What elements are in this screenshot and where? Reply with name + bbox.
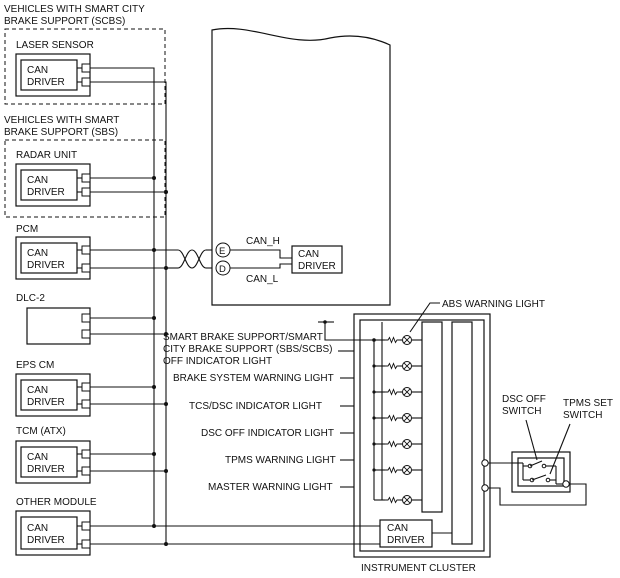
can-driver-text: DRIVER xyxy=(27,397,65,408)
sbs-scbs-off-label-line2: CITY BRAKE SUPPORT (SBS/SCBS) xyxy=(163,344,333,355)
scbs-group-frame xyxy=(4,28,166,105)
radar-unit-module: CAN DRIVER xyxy=(15,163,91,207)
can-l-label: CAN_L xyxy=(246,274,279,285)
tpms-warning-label: TPMS WARNING LIGHT xyxy=(225,455,336,466)
can-driver-text: CAN xyxy=(27,65,48,76)
other-module-label: OTHER MODULE xyxy=(16,497,97,508)
can-driver-text: DRIVER xyxy=(27,535,65,546)
can-driver-text: CAN xyxy=(27,523,48,534)
abs-warning-light-label: ABS WARNING LIGHT xyxy=(442,299,545,310)
sbs-group-frame xyxy=(4,139,166,218)
dsc-off-switch-label-line1: DSC OFF xyxy=(502,394,546,405)
master-warning-label: MASTER WARNING LIGHT xyxy=(208,482,333,493)
brake-system-warning-label: BRAKE SYSTEM WARNING LIGHT xyxy=(173,373,334,384)
laser-sensor-label: LASER SENSOR xyxy=(16,40,94,51)
pcm-label: PCM xyxy=(16,224,38,235)
tcm-module: CAN DRIVER xyxy=(15,440,91,484)
instrument-cluster-label: INSTRUMENT CLUSTER xyxy=(361,563,476,574)
central-control-unit: E D CAN_H CAN_L CAN DRIVER xyxy=(211,27,391,306)
can-driver-text: DRIVER xyxy=(27,187,65,198)
can-driver-text: DRIVER xyxy=(387,535,425,546)
can-driver-text: CAN xyxy=(27,385,48,396)
sbs-scbs-off-label-line3: OFF INDICATOR LIGHT xyxy=(163,356,272,367)
can-bus-wiring xyxy=(90,67,354,546)
dlc2-label: DLC-2 xyxy=(16,293,45,304)
laser-sensor-module: CAN DRIVER xyxy=(15,53,91,97)
dsc-off-indicator-label: DSC OFF INDICATOR LIGHT xyxy=(201,428,334,439)
pin-e-label: E xyxy=(219,246,225,257)
other-module: CAN DRIVER xyxy=(15,510,91,556)
radar-unit-label: RADAR UNIT xyxy=(16,150,77,161)
can-driver-text: CAN xyxy=(27,175,48,186)
instrument-cluster: CAN DRIVER xyxy=(318,313,491,558)
can-driver-text: DRIVER xyxy=(27,464,65,475)
tpms-set-switch-label-line1: TPMS SET xyxy=(563,398,613,409)
sbs-scbs-off-label-line1: SMART BRAKE SUPPORT/SMART xyxy=(163,332,323,343)
can-driver-text: DRIVER xyxy=(27,260,65,271)
can-driver-text: DRIVER xyxy=(27,77,65,88)
can-driver-text: CAN xyxy=(27,248,48,259)
sbs-group-label-line2: BRAKE SUPPORT (SBS) xyxy=(4,127,118,138)
switch-assembly xyxy=(481,419,587,506)
warning-light-rows xyxy=(372,335,422,505)
scbs-group-label-line2: BRAKE SUPPORT (SCBS) xyxy=(4,16,125,27)
sbs-group-label-line1: VEHICLES WITH SMART xyxy=(4,115,119,126)
eps-cm-module: CAN DRIVER xyxy=(15,373,91,417)
dlc2-connector xyxy=(26,307,91,345)
pin-d-label: D xyxy=(219,264,226,275)
tpms-set-switch-label-line2: SWITCH xyxy=(563,410,602,421)
pcm-module: CAN DRIVER xyxy=(15,236,91,280)
can-driver-text: CAN xyxy=(298,249,319,260)
tcs-dsc-indicator-label: TCS/DSC INDICATOR LIGHT xyxy=(189,401,322,412)
eps-cm-label: EPS CM xyxy=(16,360,54,371)
dsc-off-switch-label-line2: SWITCH xyxy=(502,406,541,417)
can-driver-text: DRIVER xyxy=(298,261,336,272)
scbs-group-label-line1: VEHICLES WITH SMART CITY xyxy=(4,4,145,15)
can-h-label: CAN_H xyxy=(246,236,280,247)
can-driver-text: CAN xyxy=(27,452,48,463)
can-driver-text: CAN xyxy=(387,523,408,534)
abs-leader-line xyxy=(409,302,440,333)
tcm-label: TCM (ATX) xyxy=(16,426,66,437)
